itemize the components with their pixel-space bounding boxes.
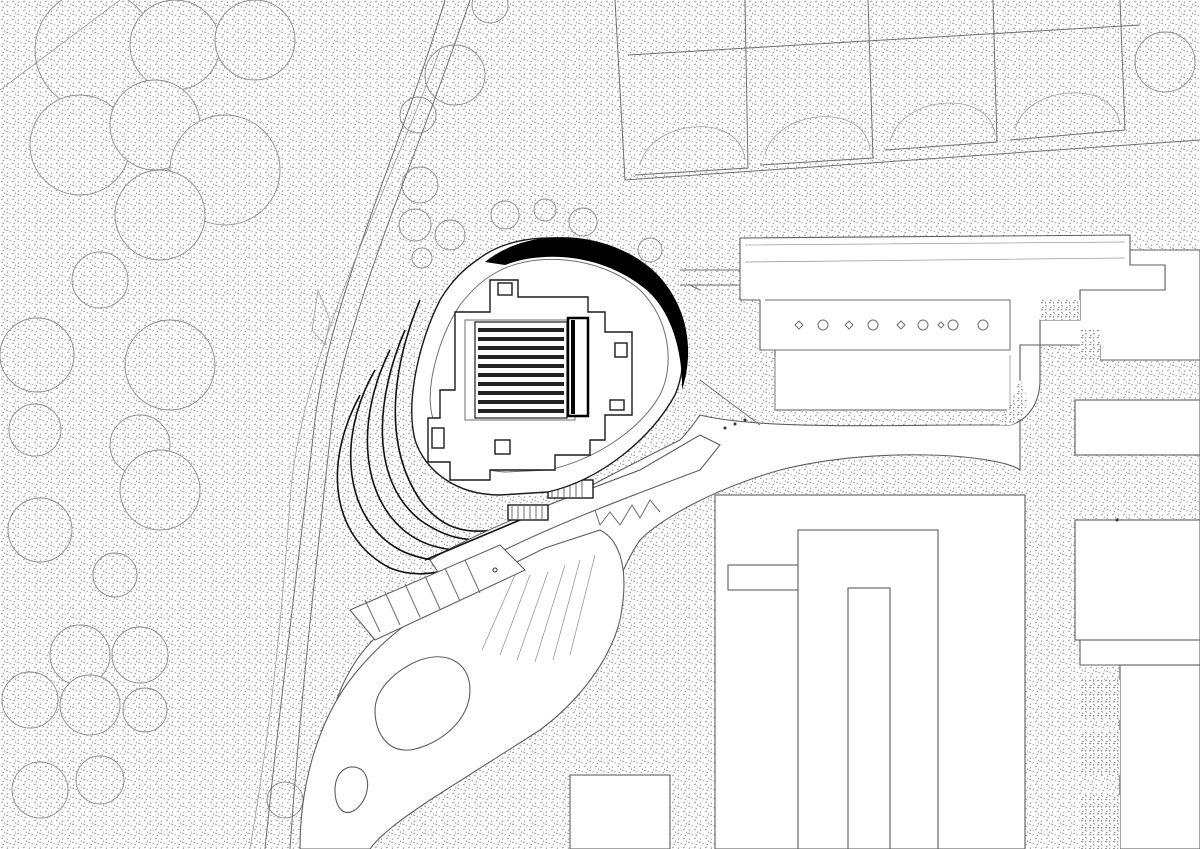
auditorium-seating <box>474 321 568 419</box>
site-details <box>481 418 1119 663</box>
diagonal-footpaths <box>0 0 471 849</box>
tree-canopies <box>0 0 1196 819</box>
main-building <box>411 237 689 496</box>
formal-garden <box>614 0 1200 181</box>
entrance-terrace <box>349 269 761 641</box>
colonnade-marks <box>744 241 1126 410</box>
planted-strips <box>1000 300 1120 849</box>
paved-areas <box>299 234 1200 849</box>
roof-solid-edge <box>485 237 689 390</box>
